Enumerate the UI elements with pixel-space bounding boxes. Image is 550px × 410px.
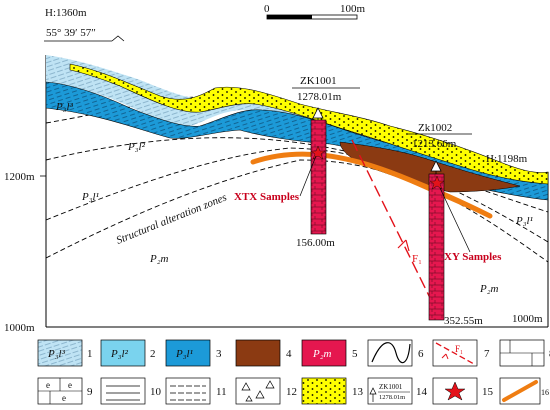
sample-star-legend-icon — [444, 381, 466, 401]
legend-14-num: 14 — [416, 386, 428, 398]
sample-star-icon — [429, 175, 445, 190]
legend-16-num: 16 — [541, 388, 549, 397]
fold-curve-icon — [371, 342, 411, 364]
legend-item-8: 8 — [499, 339, 550, 367]
legend-5-num: 5 — [352, 348, 358, 360]
fault-arrow-icon — [397, 239, 410, 252]
y-label-1200: 1200m — [4, 171, 35, 183]
svg-text:e: e — [46, 380, 50, 390]
unit-label-p2m-right: P₂m — [479, 283, 499, 295]
xy-samples-label: XY Samples — [444, 251, 502, 263]
svg-text:e: e — [62, 393, 66, 403]
drillhole-2-name: Zk1002 — [418, 122, 452, 134]
unit-label-p3l2: P₃l² — [127, 141, 146, 153]
legend-item-14: ZK1001 1278.01m 14 — [367, 377, 428, 405]
svg-text:e: e — [68, 380, 72, 390]
drillhole-zk1002: Zk1002 1213.66m 352.55m — [408, 122, 483, 327]
legend-item-7: F₁ 7 — [432, 339, 490, 367]
drillhole-1-name: ZK1001 — [300, 75, 337, 87]
legend-2-num: 2 — [150, 348, 156, 360]
right-label-1000: 1000m — [512, 313, 543, 325]
sample-star-icon — [310, 145, 326, 160]
legend: P₃l³ 1 P₃l² 2 P₃l¹ 3 4 P₂m 5 6 — [37, 339, 550, 405]
unit-dotted-band — [69, 63, 549, 185]
unit-label-p3l1: P₃l¹ — [81, 191, 99, 203]
legend-5-text: P₂m — [312, 348, 332, 360]
drillhole-2-elevation: 1213.66m — [412, 138, 457, 150]
drillhole-zk1001: ZK1001 1278.01m 156.00m — [292, 75, 360, 249]
legend-item-6: 6 — [367, 339, 424, 367]
xy-leader-line — [439, 187, 471, 253]
legend-4-num: 4 — [286, 348, 292, 360]
legend-item-10: 10 — [100, 377, 162, 405]
legend-6-num: 6 — [418, 348, 424, 360]
top-elevation-label: H:1360m — [45, 7, 87, 19]
unit-label-p3l1-right: P₃l¹ — [515, 215, 533, 227]
right-elevation-label: H:1198m — [486, 153, 528, 165]
fault-label: F₁ — [412, 253, 422, 265]
legend-10-num: 10 — [150, 386, 162, 398]
legend-item-5: P₂m 5 — [301, 339, 358, 367]
legend-13-num: 13 — [352, 386, 364, 398]
breccia-triangle-icon — [241, 380, 275, 402]
xtx-samples-label: XTX Samples — [234, 191, 300, 203]
y-label-1000: 1000m — [4, 322, 35, 334]
legend-11-num: 11 — [216, 386, 227, 398]
drillhole-2-depth: 352.55m — [444, 315, 483, 327]
legend-3-text: P₃l¹ — [175, 348, 193, 360]
north-arrow-icon — [111, 35, 125, 42]
legend-2-text: P₃l² — [110, 348, 129, 360]
scale-end-label: 100m — [340, 3, 366, 15]
drillhole-1-depth: 156.00m — [296, 237, 335, 249]
fault-legend-arrow-icon — [441, 353, 449, 360]
legend-item-12: 12 — [235, 377, 297, 405]
unit-label-p3l3: P₃l³ — [55, 101, 74, 113]
alteration-zone-lines — [250, 151, 493, 219]
legend-15-num: 15 — [482, 386, 494, 398]
drillhole-1-elevation: 1278.01m — [297, 91, 342, 103]
unit-label-p2m: P₂m — [149, 253, 169, 265]
legend-item-15: 15 — [432, 377, 494, 405]
legend-14-text: ZK1001 — [379, 383, 403, 391]
legend-item-11: 11 — [165, 377, 227, 405]
legend-3-num: 3 — [216, 348, 222, 360]
legend-14-text2: 1278.01m — [379, 394, 405, 401]
legend-7-text: F₁ — [455, 344, 463, 354]
legend-item-2: P₃l² 2 — [100, 339, 156, 367]
xtx-leader-line — [299, 155, 317, 197]
coordinate-label: 55° 39′ 57″ — [46, 27, 96, 39]
legend-item-16: 16 — [499, 377, 549, 405]
legend-7-num: 7 — [484, 348, 490, 360]
scale-zero-label: 0 — [264, 3, 270, 15]
legend-9-num: 9 — [87, 386, 93, 398]
legend-1-text: P₃l³ — [47, 348, 66, 360]
legend-item-4: 4 — [235, 339, 292, 367]
legend-item-1: P₃l³ 1 — [37, 339, 93, 367]
legend-12-num: 12 — [286, 386, 297, 398]
legend-item-13: 13 — [301, 377, 364, 405]
legend-1-num: 1 — [87, 348, 93, 360]
structural-zone-label: Structural alteration zones — [115, 191, 229, 246]
legend-item-3: P₃l¹ 3 — [165, 339, 222, 367]
scale-bar — [266, 14, 358, 20]
